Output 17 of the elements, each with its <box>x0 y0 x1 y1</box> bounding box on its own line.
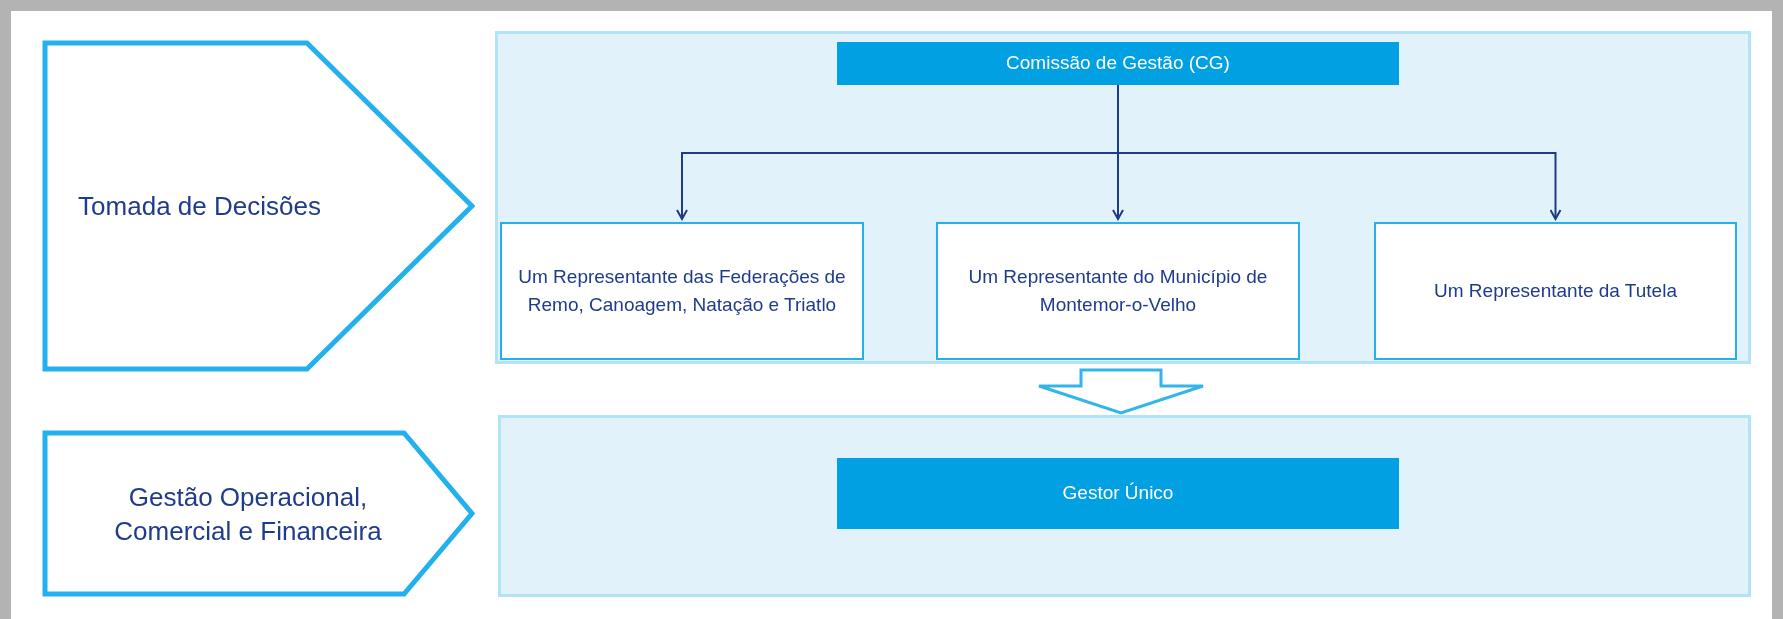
pentagon-label <box>42 430 475 597</box>
node-text: Comissão de Gestão (CG) <box>1006 51 1230 76</box>
node-text: Um Representante das Federações de Remo, Canoagem, Natação e Triatlo <box>518 265 846 317</box>
group-panel <box>495 31 1751 364</box>
block-arrow <box>1037 368 1205 415</box>
node-text: Um Representante da Tutela <box>1434 279 1677 303</box>
node-text: Um Representante do Município de Montemor-o-Velho <box>967 265 1269 317</box>
pentagon-label <box>42 40 475 372</box>
role-box <box>837 458 1399 529</box>
group-panel <box>498 415 1751 597</box>
member-box <box>1374 222 1737 360</box>
member-box <box>500 222 864 360</box>
role-box <box>837 42 1399 85</box>
member-box <box>936 222 1300 360</box>
node-text: Gestor Único <box>1062 481 1174 506</box>
node-text: Tomada de Decisões <box>78 190 321 223</box>
node-text: Gestão Operacional, Comercial e Financeira <box>113 480 383 548</box>
